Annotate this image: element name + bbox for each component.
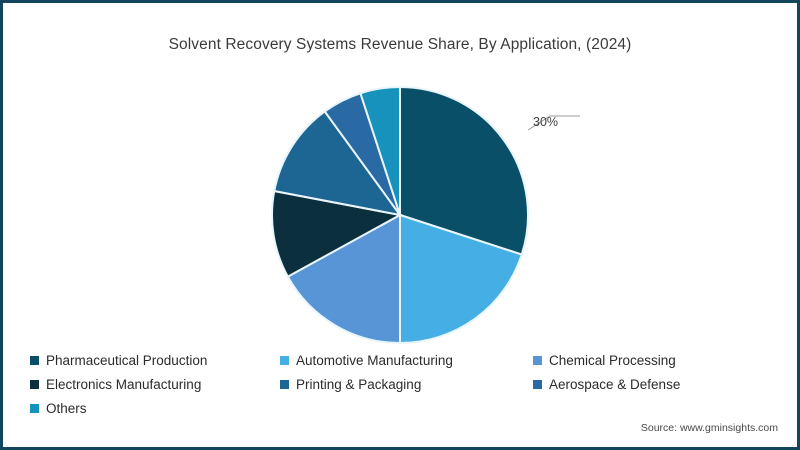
legend-color-swatch	[30, 355, 39, 365]
chart-legend: Pharmaceutical Production Automotive Manu…	[30, 348, 770, 420]
legend-item[interactable]: Chemical Processing	[533, 353, 770, 368]
pie-slice[interactable]	[271, 189, 403, 279]
legend-item-label: Others	[46, 400, 87, 416]
legend-item-label: Electronics Manufacturing	[46, 376, 202, 392]
pie-slice[interactable]	[359, 85, 401, 216]
slice-percent-label: 30%	[533, 115, 559, 129]
legend-item[interactable]: Others	[30, 401, 280, 416]
callout-leader-line	[527, 115, 580, 131]
legend-color-swatch	[280, 355, 289, 365]
legend-color-swatch	[533, 355, 542, 365]
legend-item[interactable]: Pharmaceutical Production	[30, 353, 280, 368]
legend-color-swatch	[533, 379, 542, 389]
pie-slice[interactable]	[273, 110, 403, 217]
legend-item-label: Chemical Processing	[549, 352, 676, 368]
legend-color-swatch	[30, 379, 39, 389]
legend-item-label: Pharmaceutical Production	[46, 352, 208, 368]
pie-chart	[250, 78, 580, 356]
legend-item[interactable]: Automotive Manufacturing	[280, 353, 533, 368]
pie-slice[interactable]	[286, 213, 401, 345]
legend-item-label: Printing & Packaging	[296, 376, 422, 392]
legend-item[interactable]: Aerospace & Defense	[533, 377, 770, 392]
legend-item[interactable]: Electronics Manufacturing	[30, 377, 280, 392]
pie-slice[interactable]	[399, 213, 524, 345]
page-title: Solvent Recovery Systems Revenue Share, …	[168, 36, 632, 53]
legend-item-label: Automotive Manufacturing	[296, 352, 453, 368]
legend-color-swatch	[30, 403, 39, 413]
source-attribution: Source: www.gminsights.com	[640, 422, 778, 434]
pie-slice[interactable]	[399, 85, 529, 256]
legend-item[interactable]: Printing & Packaging	[280, 377, 533, 392]
pie-svg	[271, 85, 580, 345]
legend-item-label: Aerospace & Defense	[549, 376, 681, 392]
legend-color-swatch	[280, 379, 289, 389]
pie-slice-group	[271, 85, 529, 345]
